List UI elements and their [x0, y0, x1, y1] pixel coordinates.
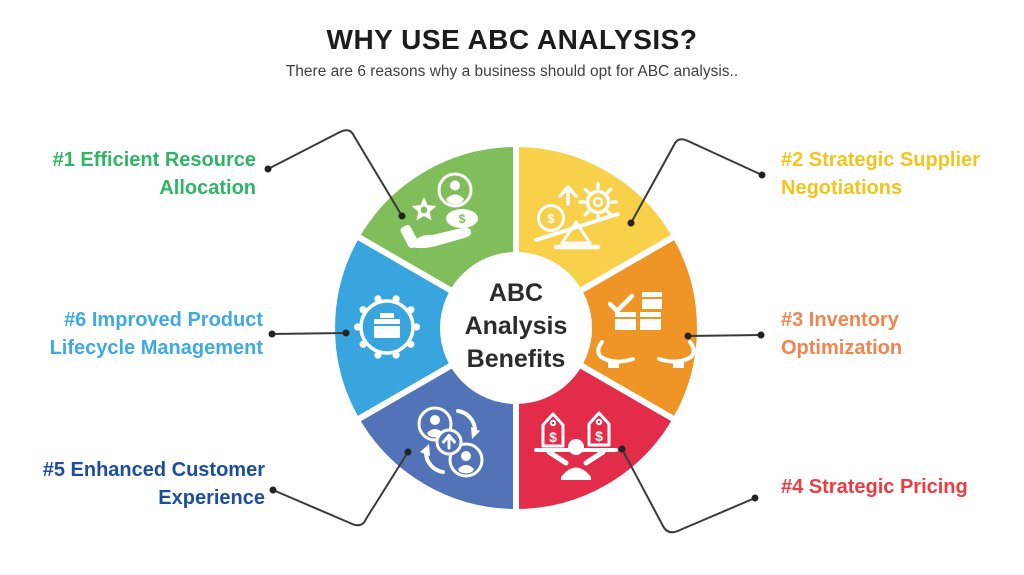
page-subtitle: There are 6 reasons why a business shoul… [285, 63, 739, 80]
center-line-1: ABC [488, 279, 544, 307]
hand-resources-icon: $ [400, 172, 478, 249]
segment-inventory-optimization [513, 233, 703, 423]
connector-reason-6 [271, 332, 347, 335]
tag-dollar-glyph-right: $ [595, 428, 603, 444]
connector-reason-5 [272, 451, 409, 527]
connector-reason-1 [267, 129, 403, 217]
reason-6-label: #6 Improved Product Lifecycle Management [50, 306, 263, 362]
connector-reason-4 [621, 448, 756, 534]
reason-1-line1: #1 Efficient Resource [52, 149, 256, 171]
center-line-2: Analysis [464, 312, 568, 340]
reason-1-line2: Allocation [159, 177, 256, 199]
connector-lines [267, 129, 763, 534]
reason-3-line1: #3 Inventory [781, 309, 899, 331]
wheel-center-disc [440, 252, 592, 404]
reason-5-label: #5 Enhanced Customer Experience [43, 456, 265, 512]
price-tags-icon: $ $ [534, 411, 618, 480]
reason-3-label: #3 Inventory Optimization [781, 306, 902, 362]
connector-reason-3 [687, 334, 762, 337]
reason-4-line1: #4 Strategic Pricing [781, 476, 968, 498]
customer-loop-icon [417, 406, 484, 478]
gear-box-icon [353, 295, 421, 359]
wheel-segments [329, 141, 703, 515]
tag-dollar-glyph-left: $ [549, 429, 557, 445]
coin-dollar-glyph: $ [459, 212, 466, 226]
reason-3-line2: Optimization [781, 337, 903, 359]
inventory-boxes-icon [596, 292, 696, 368]
balance-negotiation-icon: $ [534, 182, 620, 250]
center-line-3: Benefits [466, 345, 566, 373]
reason-6-line1: #6 Improved Product [64, 309, 263, 331]
reason-2-line2: Negotiations [781, 177, 903, 199]
reason-5-line2: Experience [158, 487, 265, 509]
price-rise-dollar-glyph: $ [547, 211, 555, 226]
wheel-center-title: ABC Analysis Benefits [406, 277, 626, 376]
connector-end-dots [264, 165, 766, 502]
page-title: WHY USE ABC ANALYSIS? [326, 24, 698, 55]
reason-4-label: #4 Strategic Pricing [781, 473, 968, 501]
reason-2-line1: #2 Strategic Supplier [781, 149, 980, 171]
reason-5-line1: #5 Enhanced Customer [42, 459, 265, 481]
segment-lifecycle-management [329, 233, 519, 423]
reason-2-label: #2 Strategic Supplier Negotiations [781, 146, 980, 202]
reason-1-label: #1 Efficient Resource Allocation [53, 146, 256, 202]
connector-reason-2 [630, 138, 763, 224]
reason-6-line2: Lifecycle Management [49, 337, 263, 359]
